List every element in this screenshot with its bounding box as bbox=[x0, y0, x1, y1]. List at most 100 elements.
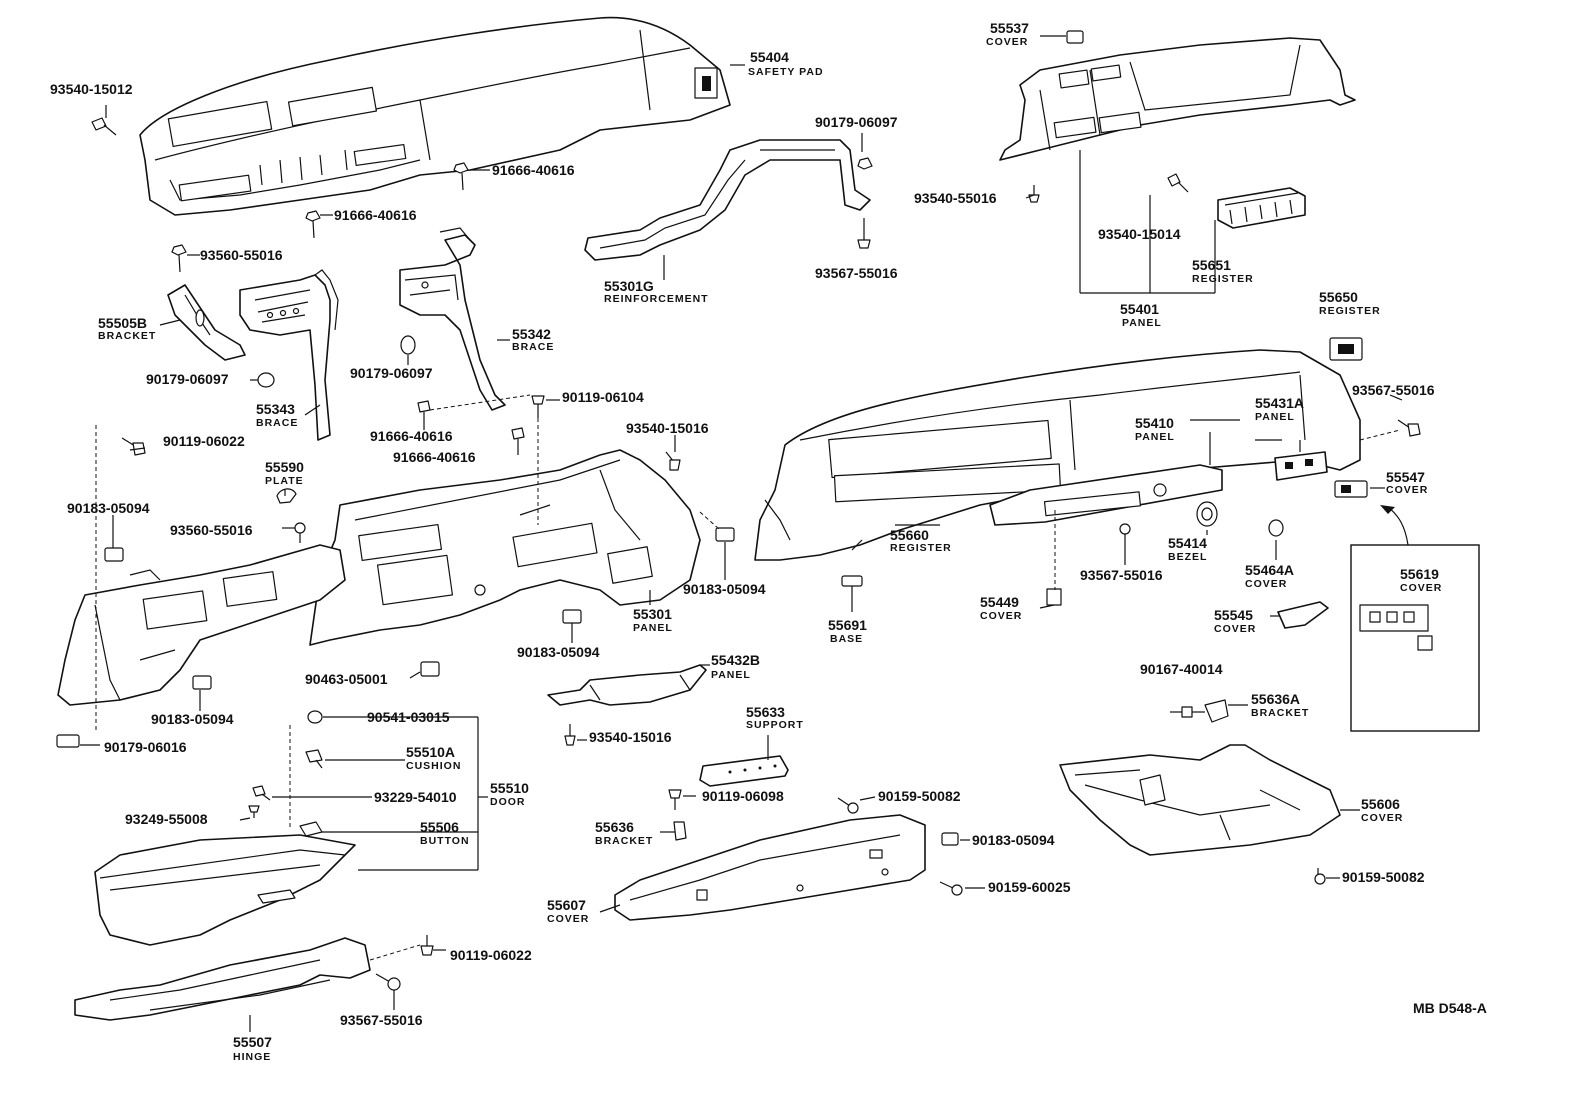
screw-91666-lower-b-icon bbox=[511, 427, 525, 455]
bezel-55414-icon bbox=[1196, 501, 1218, 527]
label-num: 55545 bbox=[1214, 607, 1253, 623]
label-num: 55404 bbox=[750, 49, 789, 65]
label-num: 90179-06097 bbox=[146, 371, 229, 387]
label-name: PANEL bbox=[1135, 431, 1175, 443]
label-name: CUSHION bbox=[406, 760, 461, 772]
label-num: 90183-05094 bbox=[972, 832, 1055, 848]
clip-90179-06016-icon bbox=[56, 734, 80, 748]
label-num: 55431A bbox=[1255, 395, 1304, 411]
label-num: 93540-15016 bbox=[589, 729, 672, 745]
cover-55449-icon bbox=[1046, 588, 1062, 606]
screw-93540-15016-lower-icon bbox=[564, 724, 576, 746]
label-num: 55506 bbox=[420, 819, 459, 835]
label-num: 55636 bbox=[595, 819, 634, 835]
leader-lines bbox=[80, 35, 1403, 1032]
screw-90119-06104-icon bbox=[531, 395, 545, 418]
label-num: 55636A bbox=[1251, 691, 1300, 707]
label-num: 55660 bbox=[890, 527, 929, 543]
label-num: 55432B bbox=[711, 652, 760, 668]
label-num: 90167-40014 bbox=[1140, 661, 1223, 677]
label-num: 90179-06097 bbox=[350, 365, 433, 381]
label-num: 55342 bbox=[512, 326, 551, 342]
screw-93567-lower-icon bbox=[375, 973, 401, 991]
label-num: 90183-05094 bbox=[67, 500, 150, 516]
label-name: REGISTER bbox=[890, 542, 952, 554]
label-num: 55343 bbox=[256, 401, 295, 417]
label-name: BRACE bbox=[256, 417, 298, 429]
screw-91666-lower-a-icon bbox=[417, 400, 431, 425]
label-name: BASE bbox=[830, 633, 863, 645]
clip-90183-right-icon bbox=[715, 527, 735, 542]
panel-55431a-drawing bbox=[1274, 451, 1328, 481]
label-num: 55691 bbox=[828, 617, 867, 633]
label-num: 55606 bbox=[1361, 796, 1400, 812]
panel-55432b-drawing bbox=[547, 664, 707, 706]
cover-55537-icon bbox=[1066, 30, 1084, 44]
label-name: COVER bbox=[986, 36, 1028, 48]
label-num: 55607 bbox=[547, 897, 586, 913]
base-55691-icon bbox=[841, 575, 863, 587]
label-name: BRACKET bbox=[595, 835, 653, 847]
label-name: REGISTER bbox=[1319, 305, 1381, 317]
clip-90183-bottom-left-icon bbox=[192, 675, 212, 690]
label-name: HINGE bbox=[233, 1051, 271, 1063]
safety-pad-drawing bbox=[139, 16, 731, 216]
screw-93567-right-icon bbox=[1397, 419, 1421, 437]
screw-93540-55016-icon bbox=[1028, 185, 1040, 203]
label-num: 55505B bbox=[98, 315, 147, 331]
glovebox-door-55510-drawing bbox=[94, 834, 356, 946]
label-name: PLATE bbox=[265, 475, 304, 487]
label-num: 93560-55016 bbox=[170, 522, 253, 538]
screw-90159-60025-icon bbox=[939, 881, 963, 896]
cover-55607-drawing bbox=[614, 814, 926, 921]
nut-90179-06097-middle-icon bbox=[400, 335, 416, 355]
label-num: 90541-03015 bbox=[367, 709, 450, 725]
label-name: COVER bbox=[1386, 484, 1428, 496]
clip-90463-icon bbox=[420, 661, 440, 677]
label-num: 90463-05001 bbox=[305, 671, 388, 687]
label-num: 90119-06098 bbox=[702, 788, 784, 804]
glovebox-hardware-icons bbox=[248, 710, 323, 837]
label-num: 90159-60025 bbox=[988, 879, 1071, 895]
label-num: 91666-40616 bbox=[370, 428, 453, 444]
label-num: 90179-06097 bbox=[815, 114, 898, 130]
label-num: 55619 bbox=[1400, 566, 1439, 582]
label-num: 55547 bbox=[1386, 469, 1425, 485]
bracket-55636-icon bbox=[673, 821, 687, 841]
label-name: COVER bbox=[1400, 582, 1442, 594]
label-name: DOOR bbox=[490, 796, 526, 808]
label-num: 93567-55016 bbox=[1352, 382, 1435, 398]
label-num: 55464A bbox=[1245, 562, 1294, 578]
label-name: COVER bbox=[1361, 812, 1403, 824]
label-num: 93249-55008 bbox=[125, 811, 208, 827]
label-num: 91666-40616 bbox=[492, 162, 575, 178]
panel-55301-drawing bbox=[309, 449, 701, 646]
cover-55547-icon bbox=[1334, 480, 1368, 498]
cover-55464a-icon bbox=[1268, 519, 1284, 537]
screw-93567-upper-icon bbox=[857, 218, 871, 249]
brace-55343-drawing bbox=[239, 269, 339, 441]
label-num: 91666-40616 bbox=[334, 207, 417, 223]
cover-55606-drawing bbox=[1059, 744, 1341, 856]
label-name: COVER bbox=[547, 913, 589, 925]
label-name: PANEL bbox=[1255, 411, 1295, 423]
label-num: 90119-06022 bbox=[450, 947, 532, 963]
label-num: 93540-15012 bbox=[50, 81, 133, 97]
label-num: 93229-54010 bbox=[374, 789, 457, 805]
label-num: 90119-06104 bbox=[562, 389, 644, 405]
support-55633-drawing bbox=[699, 755, 789, 787]
label-num: 55510A bbox=[406, 744, 455, 760]
label-name: PANEL bbox=[711, 669, 751, 681]
label-name: REGISTER bbox=[1192, 273, 1254, 285]
label-name: BRACE bbox=[512, 341, 554, 353]
nut-90179-06097-left-icon bbox=[257, 372, 275, 388]
label-num: 93540-55016 bbox=[914, 190, 997, 206]
label-num: 55651 bbox=[1192, 257, 1231, 273]
screw-93560-upper-icon bbox=[171, 244, 187, 273]
label-name: BRACKET bbox=[1251, 707, 1309, 719]
label-name: BUTTON bbox=[420, 835, 470, 847]
label-name: PANEL bbox=[1122, 317, 1162, 329]
label-num: 90119-06022 bbox=[163, 433, 245, 449]
screw-90119-06022-lower-icon bbox=[420, 935, 434, 956]
